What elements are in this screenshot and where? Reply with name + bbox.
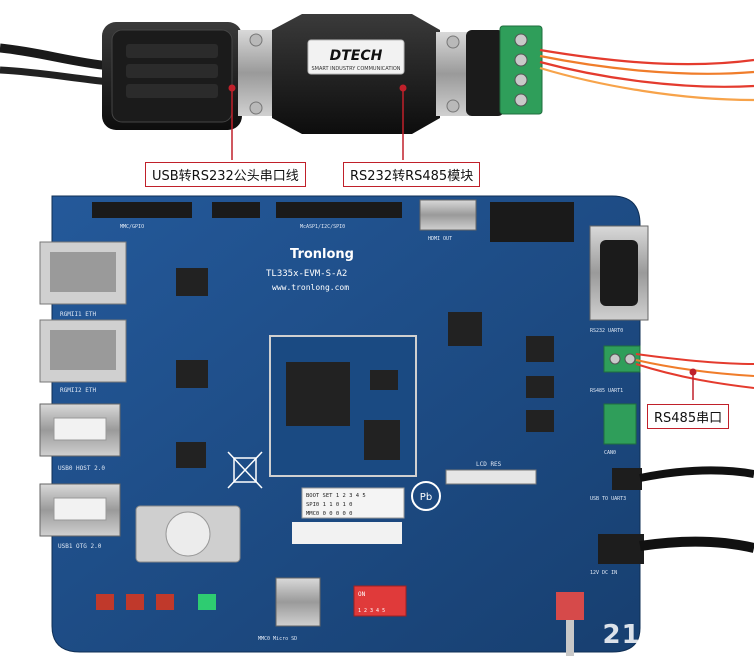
silk-usbuart: USB TO UART3 xyxy=(590,496,626,502)
header-mcasp xyxy=(276,202,402,218)
leader-cable-dot xyxy=(228,84,236,92)
module-tagline: SMART INDUSTRY COMMUNICATION xyxy=(311,66,400,72)
db9-right-shell xyxy=(466,30,504,116)
silk-rgmii1: RGMII1 ETH xyxy=(60,311,97,318)
usb-cable xyxy=(0,43,111,71)
boot-row-spi0: SPI0 1 1 0 1 0 xyxy=(306,502,352,508)
button-1 xyxy=(126,594,144,610)
silk-mmc: MMC0 Micro SD xyxy=(258,636,297,642)
boot-table: BOOT SET 1 2 3 4 5 SPI0 1 1 0 1 0 MMC0 0… xyxy=(301,487,405,519)
rs232-rs485-module: DTECH SMART INDUSTRY COMMUNICATION xyxy=(272,14,470,134)
dev-board: RGMII1 ETH RGMII2 ETH USB0 HOST 2.0 USB1… xyxy=(39,195,754,656)
silk-usb1: USB1 OTG 2.0 xyxy=(58,543,102,550)
button-reset xyxy=(96,594,114,610)
silk-rs232: RS232 UART0 xyxy=(590,328,623,334)
ic-6 xyxy=(526,376,554,398)
watermark-text: 21ic电子网 xyxy=(602,620,748,650)
svg-text:Pb: Pb xyxy=(420,492,432,503)
silk-hdmi: HDMI OUT xyxy=(428,236,452,242)
board-rs485-terminal xyxy=(603,345,641,373)
leader-rs485-dot xyxy=(689,368,697,376)
hdmi-port xyxy=(419,199,477,231)
watermark: 21ic电子网 www.21ic.com xyxy=(602,614,748,656)
white-label xyxy=(292,522,402,544)
header-small xyxy=(212,202,260,218)
pb-free-icon: Pb xyxy=(411,481,441,511)
silk-dc: 12V DC IN xyxy=(590,570,617,576)
dip-numbers: 1 2 3 4 5 xyxy=(358,608,385,614)
silk-rgmii2: RGMII2 ETH xyxy=(60,387,97,394)
watermark-sub: www.21ic.com xyxy=(683,647,748,656)
db9-cable-hood xyxy=(102,22,274,130)
silk-can0: CAN0 xyxy=(604,450,616,456)
usb-cable-second xyxy=(0,66,111,86)
lcd-connector xyxy=(445,469,537,485)
board-brand: Tronlong xyxy=(290,247,354,262)
silk-lcd: LCD RES xyxy=(476,461,502,468)
ic-4 xyxy=(448,312,482,346)
module-terminal-block xyxy=(499,25,543,115)
usb-host-port xyxy=(39,403,121,457)
rs485-wires-top xyxy=(539,48,754,102)
dip-switch: ON 1 2 3 4 5 xyxy=(353,585,407,617)
board-website: www.tronlong.com xyxy=(272,283,349,292)
ethernet-port-1 xyxy=(39,241,127,305)
board-db9-port xyxy=(589,225,649,321)
ic-7 xyxy=(526,410,554,432)
power-toggle xyxy=(556,592,584,656)
usb-otg-port xyxy=(39,483,121,537)
boot-row-mmc0: MMC0 0 0 0 0 0 xyxy=(306,511,352,517)
callout-rs485-port: RS485串口 xyxy=(647,404,730,429)
ic-1 xyxy=(176,268,208,296)
callout-usb-cable: USB转RS232公头串口线 xyxy=(145,162,306,187)
usb-uart-cable xyxy=(612,466,754,490)
core-module xyxy=(269,335,417,477)
battery-holder xyxy=(135,505,241,563)
ic-5 xyxy=(526,336,554,362)
weee-icon xyxy=(227,451,263,489)
ic-3 xyxy=(176,442,206,468)
dip-on: ON xyxy=(358,591,366,598)
microsd-slot xyxy=(275,577,321,627)
header-gpio xyxy=(92,202,192,218)
board-can-terminal xyxy=(603,403,637,445)
header-jtag xyxy=(490,202,574,242)
button-2 xyxy=(156,594,174,610)
leader-module-dot xyxy=(399,84,407,92)
boot-header: BOOT SET 1 2 3 4 5 xyxy=(306,493,366,499)
button-user xyxy=(198,594,216,610)
ethernet-port-2 xyxy=(39,319,127,383)
silk-gpio: MMC/GPIO xyxy=(120,224,144,230)
dc-jack-cable xyxy=(598,534,754,564)
ic-2 xyxy=(176,360,208,388)
silk-rs485: RS485 UART1 xyxy=(590,388,623,394)
board-model: TL335x-EVM-S-A2 xyxy=(266,269,347,279)
silk-mcasp: McASP1/I2C/SPI0 xyxy=(300,224,345,230)
silk-usb0: USB0 HOST 2.0 xyxy=(58,465,105,472)
rs485-wires-board xyxy=(635,353,754,389)
module-logo: DTECH xyxy=(330,48,383,64)
callout-module: RS232转RS485模块 xyxy=(343,162,481,187)
